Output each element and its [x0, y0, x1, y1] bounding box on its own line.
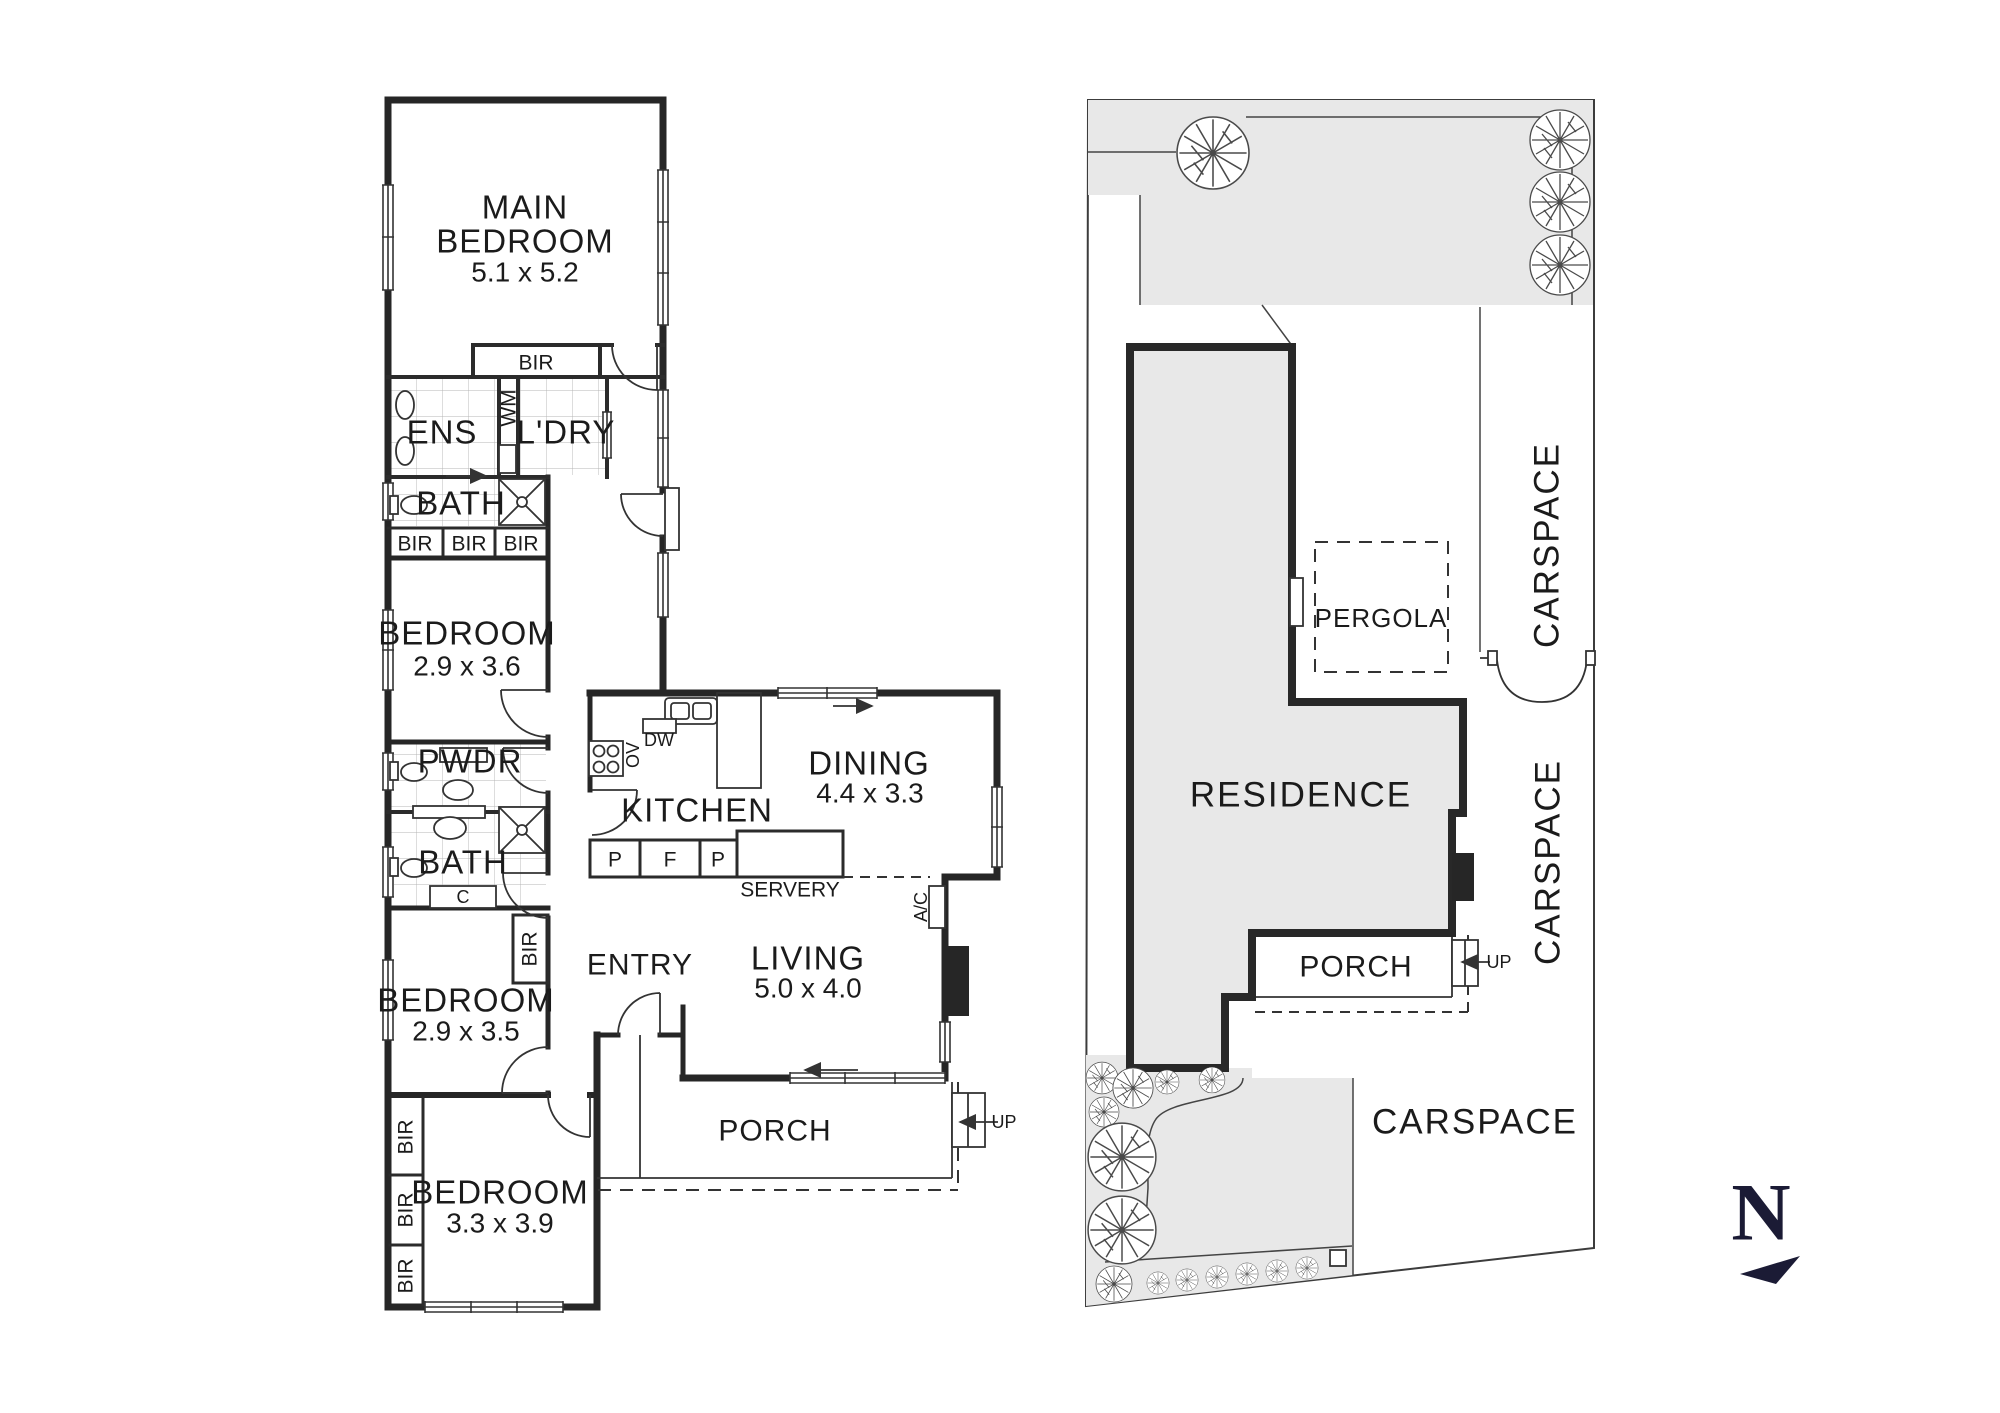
carspace-3-label: CARSPACE: [1372, 1103, 1578, 1142]
ac-label: A/C: [911, 892, 931, 922]
pergola-label: PERGOLA: [1315, 603, 1448, 633]
servery-bench: [735, 829, 845, 879]
porch-slab: [597, 1035, 986, 1191]
bir-strip-label-2: BIR: [395, 1192, 418, 1227]
site-gate: [1480, 650, 1596, 703]
cooktop: [588, 740, 624, 777]
north-pointer-icon: [1740, 1256, 1800, 1284]
cupboard-label: C: [457, 887, 470, 907]
kitchen-sink: [664, 697, 718, 725]
site-labels: RESIDENCE PERGOLA CARSPACE CARSPACE CARS…: [1190, 442, 1578, 1142]
bedroom-3-label: BEDROOM: [377, 982, 555, 1019]
north-arrow: N: [1731, 1167, 1800, 1284]
site-pergola-outline: [1314, 541, 1449, 673]
site-residence-outline: [1126, 343, 1467, 1072]
bir-row-label-1: BIR: [397, 533, 432, 556]
bedroom-2-label: BEDROOM: [378, 615, 556, 652]
main-bedroom-label-line1: MAIN: [482, 189, 569, 226]
dining-dims: 4.4 x 3.3: [816, 778, 923, 809]
site-meter-box: [1452, 853, 1474, 901]
entry-label: ENTRY: [587, 949, 693, 982]
bir-row-label-2: BIR: [451, 533, 486, 556]
bir-bed3-label: BIR: [519, 931, 542, 966]
pantry-label-2: P: [711, 849, 725, 872]
north-label: N: [1731, 1167, 1790, 1258]
windows: [382, 169, 1003, 1313]
dw-label: DW: [644, 730, 674, 750]
living-dims: 5.0 x 4.0: [754, 973, 861, 1004]
floor-plan-labels: MAIN BEDROOM 5.1 x 5.2 BIR ENS WM L'DRY …: [377, 189, 1016, 1294]
ac-unit: [928, 885, 946, 929]
kitchen-bench-return: [716, 692, 762, 789]
bath-2-label: BATH: [418, 844, 508, 881]
site-up-label: UP: [1486, 952, 1511, 972]
shower-1: [498, 478, 546, 526]
kitchen-label: KITCHEN: [621, 792, 773, 829]
main-bedroom-dims: 5.1 x 5.2: [471, 257, 578, 288]
flow-arrows: [446, 467, 998, 1131]
site-letterbox: [1329, 1249, 1347, 1267]
fridge-label: F: [664, 849, 677, 872]
bath-1-label: BATH: [416, 485, 506, 522]
living-label: LIVING: [751, 940, 865, 977]
bedroom-3-dims: 2.9 x 3.5: [412, 1016, 519, 1047]
shower-2: [498, 806, 546, 854]
floor-plan: MAIN BEDROOM 5.1 x 5.2 BIR ENS WM L'DRY …: [377, 96, 1017, 1313]
residence-label: RESIDENCE: [1190, 776, 1412, 815]
bir-strip-label-3: BIR: [395, 1258, 418, 1293]
main-bedroom-label-line2: BEDROOM: [436, 223, 614, 260]
bedroom-4-label: BEDROOM: [411, 1174, 589, 1211]
porch-label: PORCH: [718, 1115, 831, 1148]
ens-label: ENS: [407, 414, 478, 451]
bedroom-2-dims: 2.9 x 3.6: [413, 651, 520, 682]
bir-row-label-3: BIR: [503, 533, 538, 556]
servery-label: SERVERY: [740, 879, 840, 902]
up-label: UP: [991, 1112, 1016, 1132]
site-porch: [1255, 935, 1490, 1013]
carspace-2-label: CARSPACE: [1529, 759, 1568, 965]
bir-strip-label-1: BIR: [395, 1119, 418, 1154]
pantry-label-1: P: [608, 849, 622, 872]
dining-label: DINING: [808, 745, 930, 782]
bedroom-4-dims: 3.3 x 3.9: [446, 1208, 553, 1239]
site-backyard: [1088, 100, 1593, 305]
wm-label: WM: [498, 389, 521, 426]
bir-top-label: BIR: [518, 352, 553, 375]
site-residence-door: [1289, 577, 1304, 627]
carspace-1-label: CARSPACE: [1528, 442, 1567, 648]
ov-label: OV: [623, 742, 643, 768]
dishwasher: [642, 718, 677, 734]
doors: [500, 344, 680, 1138]
pwdr-label: PWDR: [418, 743, 523, 780]
ldry-label: L'DRY: [517, 414, 616, 451]
fixtures: [389, 390, 986, 1191]
site-plan: RESIDENCE PERGOLA CARSPACE CARSPACE CARS…: [1084, 99, 1596, 1308]
fireplace: [945, 946, 969, 1016]
site-porch-label: PORCH: [1299, 951, 1412, 984]
